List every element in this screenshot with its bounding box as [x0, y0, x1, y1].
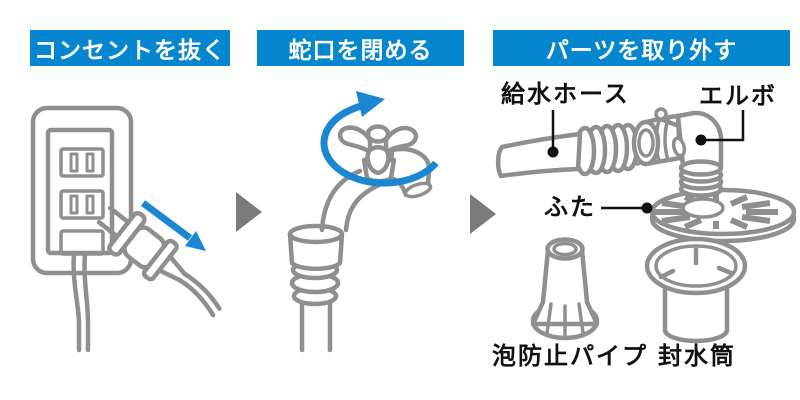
supply-hose-icon — [495, 122, 646, 179]
label-lid: ふた — [544, 194, 596, 221]
label-foam-prevention-pipe: 泡防止パイプ — [492, 343, 648, 370]
faucet-icon — [287, 124, 433, 353]
rotate-close-arrow-icon — [320, 91, 439, 187]
label-supply-hose: 給水ホース — [501, 81, 630, 108]
wall-outlet-icon — [30, 105, 134, 353]
step-arrow-2-icon — [470, 194, 496, 234]
drain-lid-icon — [649, 187, 797, 244]
power-plug-icon — [96, 205, 222, 318]
step1-header: コンセントを抜く — [30, 30, 230, 66]
elbow-fitting-icon — [631, 107, 724, 198]
label-leader-lines — [547, 110, 745, 214]
step2-header: 蛇口を閉める — [257, 30, 464, 66]
unplug-direction-arrow-icon — [140, 200, 206, 251]
step-arrow-1-icon — [236, 192, 262, 232]
foam-prevention-pipe-icon — [530, 237, 600, 341]
water-seal-cylinder-icon — [644, 236, 748, 344]
step3-header: パーツを取り外す — [493, 30, 790, 66]
label-water-seal-cylinder: 封水筒 — [658, 343, 736, 370]
label-elbow: エルボ — [699, 83, 777, 110]
